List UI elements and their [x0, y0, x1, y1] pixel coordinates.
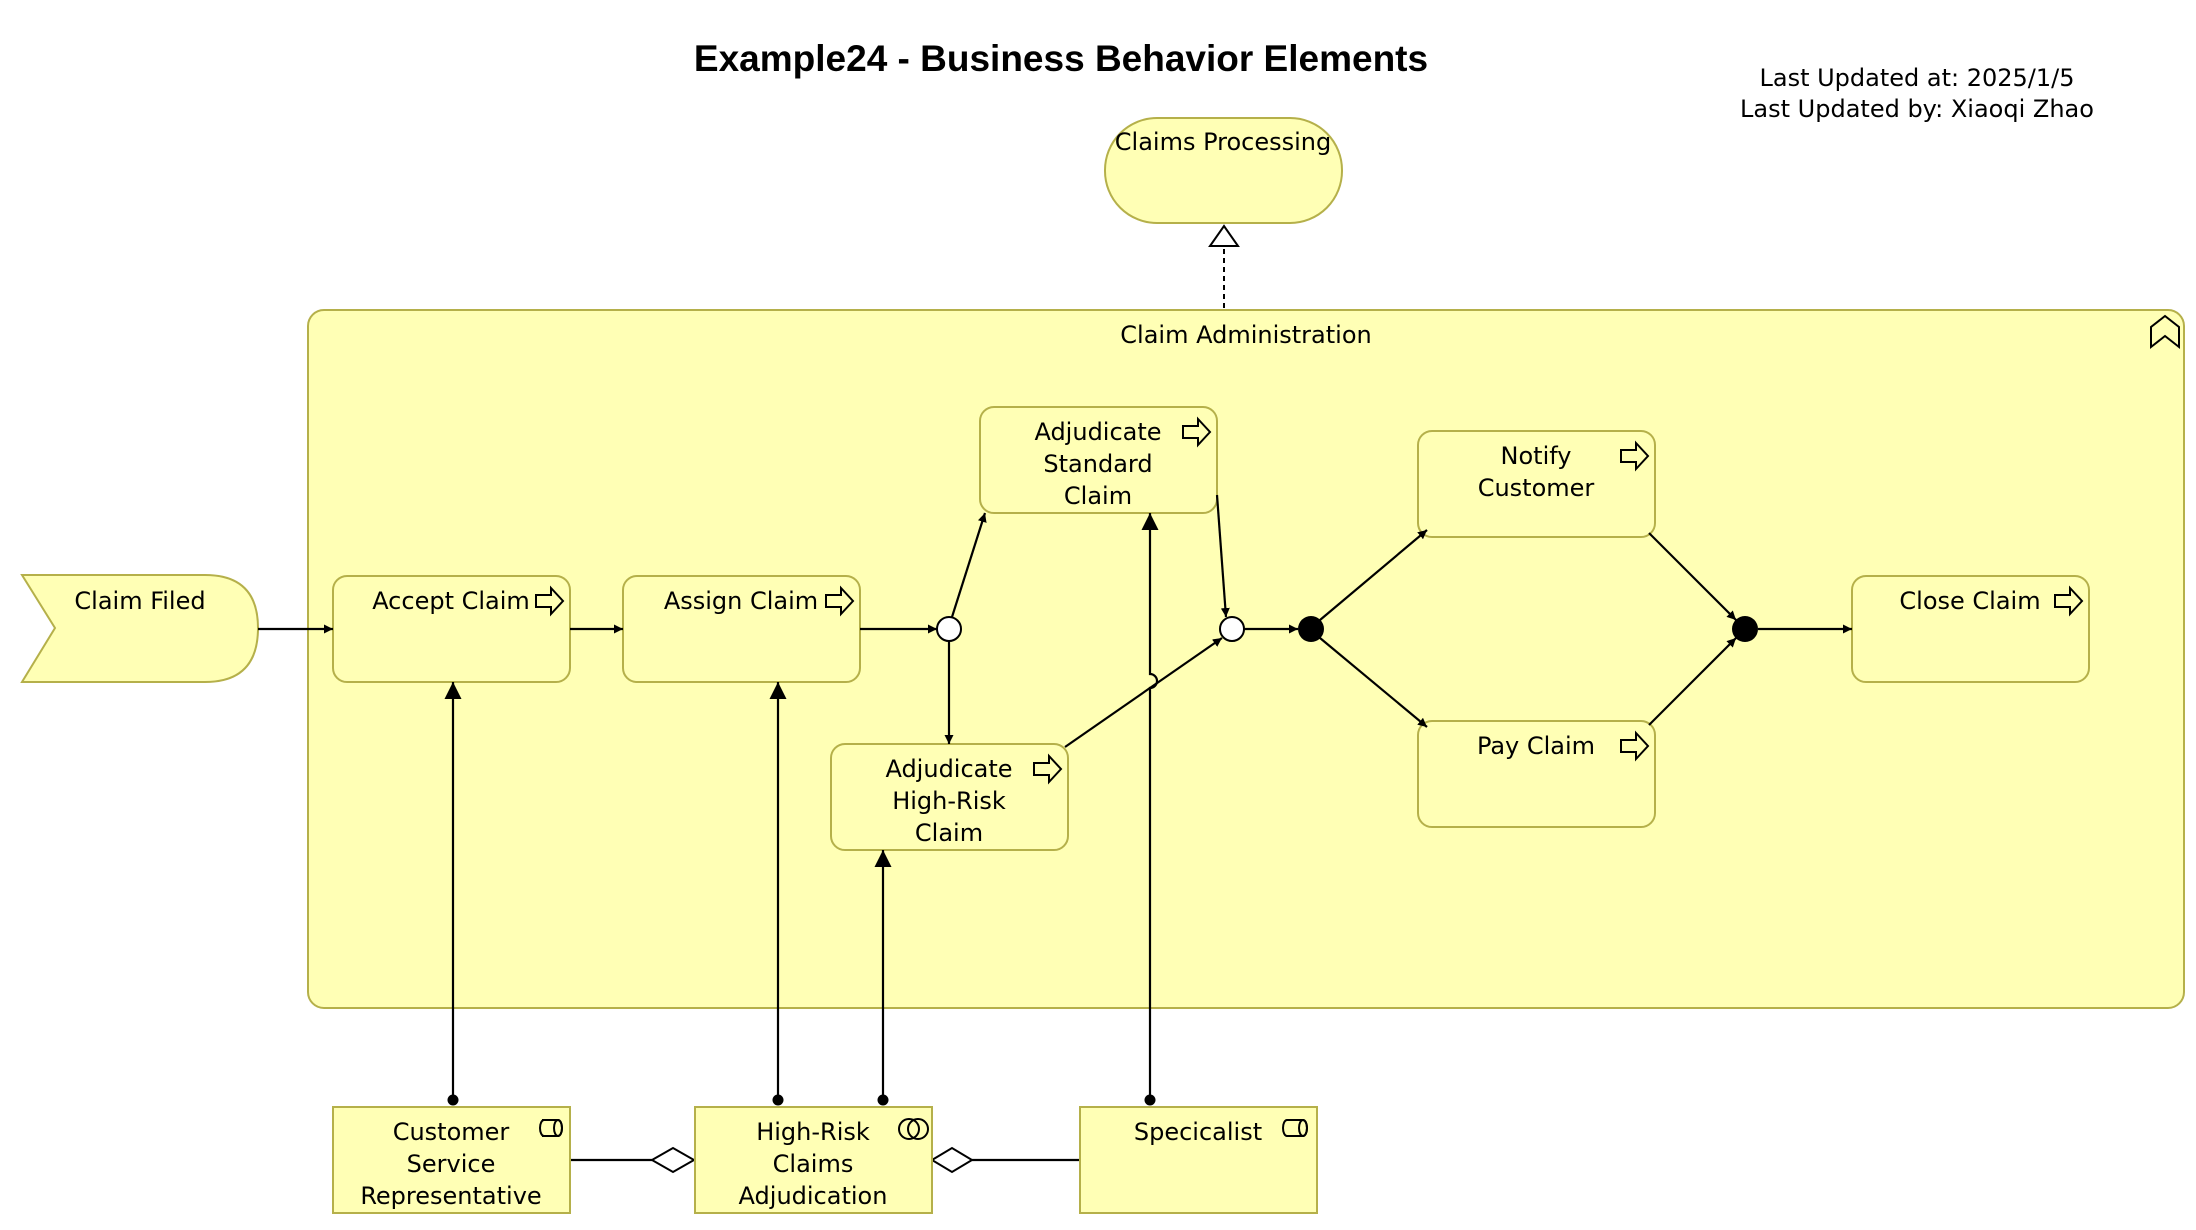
customer-service-representative-role[interactable]: Customer Service Representative [332, 1106, 571, 1214]
claims-processing-service[interactable]: Claims Processing [1104, 117, 1343, 224]
assign-claim-process[interactable]: Assign Claim [622, 575, 861, 683]
notify-customer-line2: Customer [1478, 474, 1595, 502]
pay-claim-process[interactable]: Pay Claim [1417, 720, 1656, 828]
and-junction-merge[interactable] [1732, 616, 1758, 642]
process-arrow-icon [535, 585, 565, 617]
assign-specialist-standard [1141, 513, 1159, 1106]
aggregation-diamond [649, 1146, 697, 1174]
specialist-role[interactable]: Specicalist [1079, 1106, 1318, 1214]
process-arrow-icon [1620, 440, 1650, 472]
trigger-junction-standard [950, 512, 987, 618]
adjudicate-high-risk-claim-process[interactable]: Adjudicate High-Risk Claim [830, 743, 1069, 851]
collab-line3: Adjudication [739, 1182, 888, 1210]
accept-claim-process[interactable]: Accept Claim [332, 575, 571, 683]
csr-line1: Customer [393, 1118, 510, 1146]
realization-relationship [1208, 224, 1240, 308]
high-risk-claims-adjudication-collaboration[interactable]: High-Risk Claims Adjudication [694, 1106, 933, 1214]
aggregation-diamond [930, 1146, 974, 1174]
claim-filed-event[interactable]: Claim Filed [20, 574, 260, 683]
adjudicate-high-risk-line3: Claim [915, 819, 983, 847]
close-claim-label: Close Claim [1899, 587, 2040, 615]
business-role-icon [1282, 1119, 1308, 1137]
adjudicate-standard-claim-process[interactable]: Adjudicate Standard Claim [979, 406, 1218, 514]
business-function-icon [2150, 314, 2180, 350]
process-arrow-icon [825, 585, 855, 617]
process-arrow-icon [1620, 730, 1650, 762]
accept-claim-label: Accept Claim [372, 587, 530, 615]
adjudicate-high-risk-line2: High-Risk [892, 787, 1006, 815]
claims-processing-label: Claims Processing [1115, 128, 1331, 156]
or-junction-split[interactable] [936, 616, 962, 642]
pay-claim-label: Pay Claim [1477, 732, 1595, 760]
adjudicate-standard-line3: Claim [1064, 482, 1132, 510]
last-updated-at: Last Updated at: 2025/1/5 [1759, 64, 2074, 92]
collab-line2: Claims [773, 1150, 854, 1178]
csr-line3: Representative [360, 1182, 541, 1210]
specialist-label: Specicalist [1134, 1118, 1262, 1146]
triggering-relationships [258, 494, 1852, 748]
trigger-pay-and [1648, 637, 1737, 726]
diagram-title: Example24 - Business Behavior Elements [694, 38, 1428, 79]
process-arrow-icon [1182, 416, 1212, 448]
trigger-standard-junction [1215, 494, 1230, 618]
process-arrow-icon [2054, 585, 2084, 617]
aggregation-relationships [570, 1146, 1080, 1174]
business-collaboration-icon [898, 1118, 929, 1140]
assign-claim-label: Assign Claim [664, 587, 818, 615]
business-role-icon [539, 1119, 563, 1137]
process-arrow-icon [1033, 753, 1063, 785]
and-junction-split[interactable] [1298, 616, 1324, 642]
trigger-notify-and [1648, 532, 1737, 621]
notify-customer-process[interactable]: Notify Customer [1417, 430, 1656, 538]
adjudicate-high-risk-line1: Adjudicate [885, 755, 1012, 783]
last-updated-by: Last Updated by: Xiaoqi Zhao [1740, 95, 2094, 123]
trigger-and-notify [1319, 529, 1428, 621]
trigger-and-pay [1319, 637, 1428, 728]
csr-line2: Service [407, 1150, 496, 1178]
claim-filed-label: Claim Filed [74, 587, 205, 615]
claim-administration-label: Claim Administration [1120, 321, 1371, 349]
close-claim-process[interactable]: Close Claim [1851, 575, 2090, 683]
notify-customer-line1: Notify [1501, 442, 1572, 470]
adjudicate-standard-line2: Standard [1043, 450, 1152, 478]
assignment-relationships [444, 513, 1159, 1106]
collab-line1: High-Risk [756, 1118, 870, 1146]
adjudicate-standard-line1: Adjudicate [1034, 418, 1161, 446]
or-junction-merge[interactable] [1219, 616, 1245, 642]
